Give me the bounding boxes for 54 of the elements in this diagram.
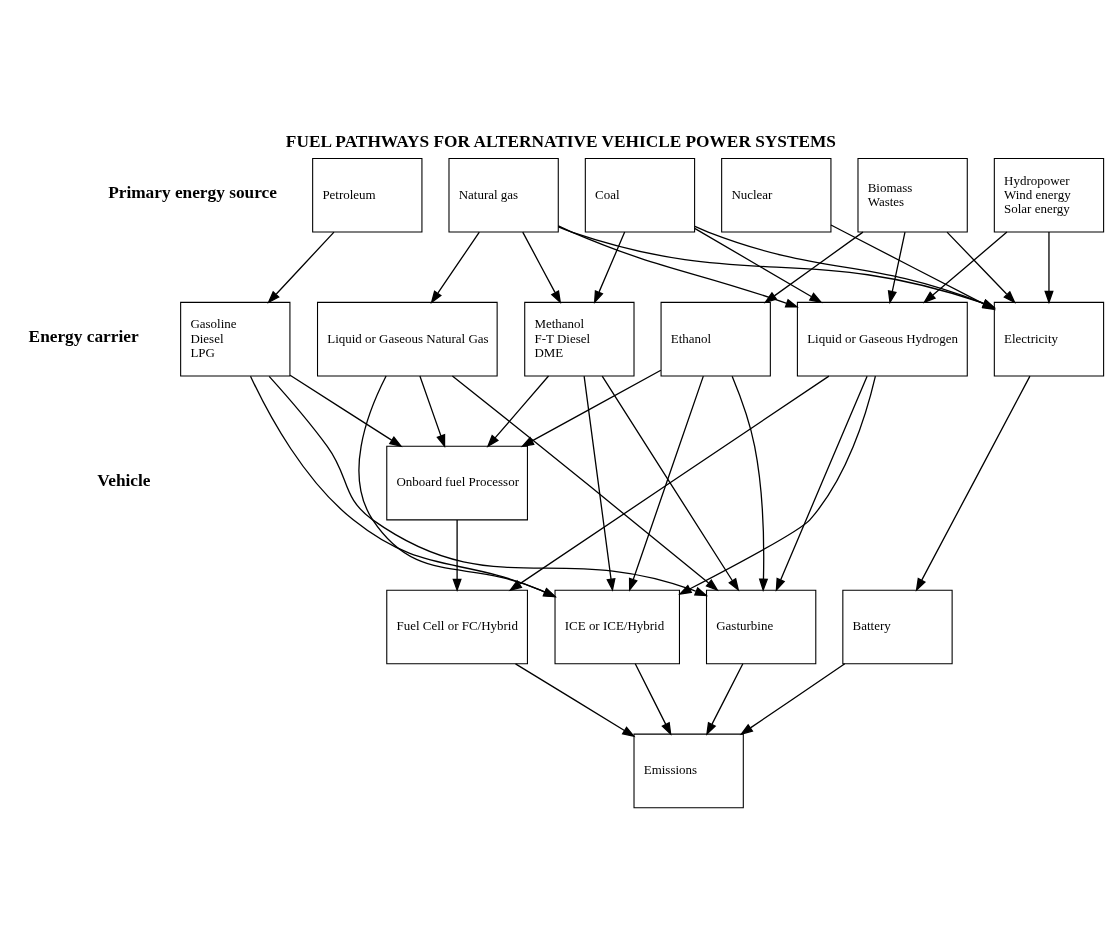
arrow [946,231,1016,304]
node-box: Fuel Cell or FC/Hybrid [386,589,528,665]
arrow [522,231,562,305]
node-box: Ethanol [660,301,771,377]
node-box: Onboard fuel Processor [386,445,528,521]
node-box: Gasoline Diesel LPG [180,301,291,377]
arrow [887,231,906,305]
arrow [583,375,616,592]
node-box: Liquid or Gaseous Natural Gas [316,301,498,377]
arrow [419,375,446,449]
node-box: ICE or ICE/Hybrid [554,589,680,665]
arrow [358,375,557,598]
arrow [706,663,744,736]
label: Energy carrier [28,327,139,347]
arrow [514,663,636,738]
node-box: Emissions [633,733,744,809]
arrow [628,375,704,592]
label: Primary energy source [108,183,277,203]
arrow [915,375,1031,592]
arrow [678,375,877,595]
arrow [557,225,799,308]
arrow [486,375,550,448]
arrow [520,369,662,448]
arrow [267,231,335,304]
arrow [922,231,1008,304]
diagram-title: FUEL PATHWAYS FOR ALTERNATIVE VEHICLE POWER SYSTEMS [285,132,836,152]
arrow [739,663,846,736]
arrow [452,519,462,593]
arrow [731,375,769,593]
node-box: Gasturbine [705,589,817,665]
node-box: Battery [842,589,953,665]
arrow [775,375,868,592]
arrow [508,375,830,592]
node-box: Biomass Wastes [857,157,968,233]
arrow [430,231,480,304]
label: Vehicle [97,471,151,491]
arrow [763,231,864,304]
arrow [634,663,672,736]
node-box: Hydropower Wind energy Solar energy [993,157,1105,233]
node-box: Petroleum [312,157,423,233]
node-box: Electricity [993,301,1105,377]
arrow [593,231,626,305]
arrow [268,375,709,597]
node-box: Nuclear [721,157,832,233]
arrow [451,375,719,592]
arrow [289,374,403,448]
arrow [601,375,740,592]
node-box: Natural gas [448,157,559,233]
node-box: Liquid or Gaseous Hydrogen [796,301,968,377]
arrow [1044,231,1054,305]
arrow [249,375,557,598]
arrow [694,227,823,304]
node-box: Coal [584,157,696,233]
node-box: Methanol F-T Diesel DME [524,301,635,377]
